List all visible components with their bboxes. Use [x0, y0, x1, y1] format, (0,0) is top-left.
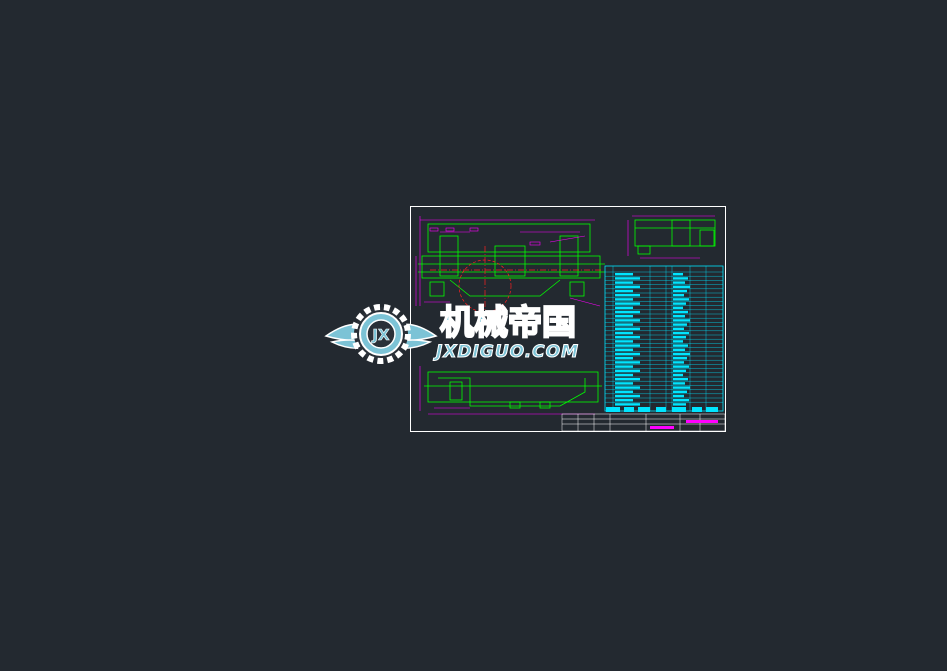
table-cell-text: [615, 310, 640, 314]
table-cell-text: [673, 357, 687, 360]
table-cell-text: [615, 369, 640, 372]
drawing-sheet[interactable]: [410, 206, 726, 432]
table-cell-text: [615, 365, 633, 368]
lower-view-dimensions: [419, 366, 595, 415]
table-cell-text: [615, 348, 633, 351]
title-block: [561, 413, 726, 432]
table-cell-text: [673, 323, 687, 326]
table-cell-text: [615, 294, 640, 297]
side-view: [634, 219, 716, 255]
table-cell-text: [615, 394, 640, 398]
table-cell-text: [673, 277, 688, 280]
watermark-logo: JX 机械帝国 JXDIGUO.COM: [322, 298, 622, 370]
table-cell-text: [673, 352, 690, 356]
parts-list-table: [604, 265, 724, 412]
table-cell-text: [615, 319, 640, 322]
table-cell-text: [673, 315, 685, 318]
table-cell-text: [615, 323, 633, 326]
table-cell-text: [673, 310, 688, 314]
sheet-frame: [410, 206, 726, 432]
main-view-dimensions: [415, 216, 601, 307]
table-cell-text: [673, 281, 685, 284]
table-cell-text: [615, 352, 640, 356]
table-cell-text: [673, 382, 685, 385]
table-cell-text: [615, 344, 640, 347]
table-cell-text: [615, 340, 633, 343]
table-cell-text: [673, 394, 684, 398]
table-cell-text: [615, 331, 633, 335]
table-cell-text: [615, 285, 640, 288]
table-cell-text: [615, 289, 633, 293]
table-cell-text: [673, 298, 689, 301]
table-cell-text: [615, 378, 640, 381]
table-cell-text: [615, 399, 633, 402]
table-cell-text: [673, 365, 689, 368]
table-cell-text: [615, 382, 633, 385]
table-cell-text: [615, 403, 640, 406]
table-cell-text: [673, 361, 684, 364]
table-cell-text: [673, 319, 690, 322]
table-cell-text: [673, 294, 684, 297]
table-cell-text: [673, 327, 684, 330]
table-cell-text: [673, 373, 683, 377]
table-cell-text: [673, 390, 687, 393]
table-cell-text: [673, 331, 689, 335]
table-cell-text: [673, 336, 686, 339]
table-cell-text: [615, 361, 640, 364]
table-cell-text: [615, 273, 633, 276]
table-cell-text: [615, 390, 633, 393]
table-cell-text: [615, 327, 640, 330]
table-cell-text: [615, 302, 640, 305]
table-cell-text: [615, 277, 640, 280]
table-cell-text: [673, 369, 686, 372]
table-cell-text: [673, 399, 689, 402]
table-cell-text: [673, 302, 686, 305]
table-cell-text: [615, 373, 633, 377]
table-cell-text: [673, 306, 683, 309]
table-cell-text: [615, 315, 633, 318]
table-cell-text: [615, 357, 633, 360]
table-cell-text: [673, 344, 688, 347]
table-cell-text: [673, 378, 688, 381]
watermark-name: 机械帝国: [439, 303, 577, 343]
table-cell-text: [615, 298, 633, 301]
table-cell-text: [673, 340, 683, 343]
side-view-dimensions: [627, 215, 715, 259]
table-cell-text: [673, 285, 690, 288]
title-block-fills: [606, 407, 718, 429]
table-cell-text: [615, 386, 640, 389]
table-cell-text: [615, 336, 640, 339]
table-cell-text: [615, 306, 633, 309]
table-cell-text: [673, 289, 687, 293]
watermark-site: JXDIGUO.COM: [435, 342, 580, 363]
table-cell-text: [615, 281, 633, 284]
table-cell-text: [673, 273, 683, 276]
table-cell-text: [673, 403, 686, 406]
table-cell-text: [673, 348, 685, 351]
emblem-letters: JX: [371, 326, 390, 344]
centerline-circle: [430, 246, 602, 316]
table-cell-text: [673, 386, 690, 389]
lower-view: [424, 371, 602, 409]
main-view: [418, 223, 605, 297]
gear-wings-emblem-icon: JX: [324, 304, 438, 364]
